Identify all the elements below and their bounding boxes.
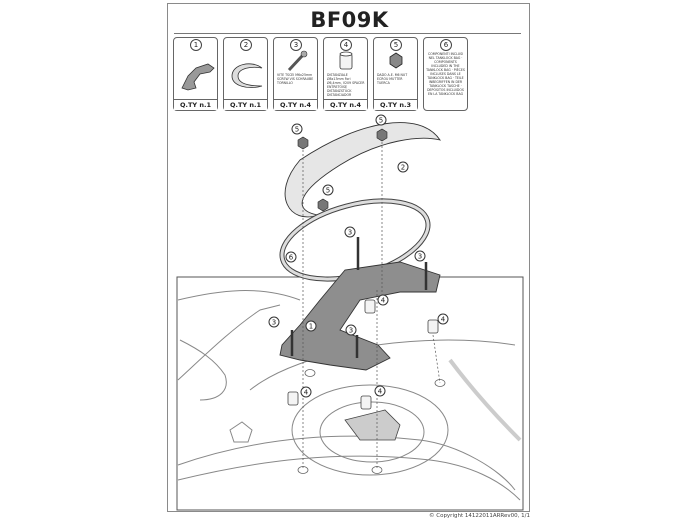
ring-plate-icon xyxy=(231,63,263,88)
fuel-cap xyxy=(344,409,401,441)
callout-5a: 5 xyxy=(291,123,303,135)
part-box-4: 4 DISTANZIALE Ø8x13mm Fori Ø6,4mm, V209 … xyxy=(323,37,368,111)
part-number: 2 xyxy=(240,39,252,51)
callout-3c: 3 xyxy=(268,316,280,328)
part-box-1: 1 Q.TY n.1 xyxy=(173,37,218,111)
part-number: 3 xyxy=(290,39,302,51)
callout-2: 2 xyxy=(397,161,409,173)
svg-text:3: 3 xyxy=(349,327,353,335)
part-box-3: 3 VITE TSCEI M6x25mm SCREW VIS SCHRAUBE … xyxy=(273,37,318,111)
svg-text:5: 5 xyxy=(326,187,330,195)
part-description: DADO A.E. M6 NUT ECROU MUTTER TUERCA xyxy=(377,73,408,85)
callout-5b: 5 xyxy=(375,114,387,126)
part-qty: Q.TY n.1 xyxy=(224,99,267,110)
callouts: 5 5 5 2 6 3 3 3 3 1 4 4 4 4 xyxy=(268,114,449,398)
callout-4b: 4 xyxy=(437,313,449,325)
svg-text:4: 4 xyxy=(381,297,386,305)
part-number: 5 xyxy=(390,39,402,51)
svg-text:6: 6 xyxy=(289,254,294,262)
svg-text:3: 3 xyxy=(348,229,352,237)
svg-text:5: 5 xyxy=(379,117,383,125)
instruction-sheet: BF09K 1 Q.TY n.1 2 Q.TY n.1 3 VITE TSCEI… xyxy=(167,3,530,512)
screws xyxy=(290,237,428,358)
alignment-lines xyxy=(302,142,441,470)
part-box-6: 6 COMPONENTI INCLUSI NEL TANKLOCK BAG · … xyxy=(423,37,468,111)
part-number: 1 xyxy=(190,39,202,51)
svg-text:4: 4 xyxy=(441,316,446,324)
part-box-2: 2 Q.TY n.1 xyxy=(223,37,268,111)
nuts xyxy=(297,128,388,212)
screw-icon xyxy=(287,50,308,72)
copyright-note: © Copyright 14122011ARRev00, 1/1 xyxy=(428,513,530,519)
svg-text:4: 4 xyxy=(378,388,383,396)
part-qty: Q.TY n.1 xyxy=(174,99,217,110)
spacers xyxy=(287,299,439,410)
part-box-5: 5 DADO A.E. M6 NUT ECROU MUTTER TUERCA Q… xyxy=(373,37,418,111)
part-description: DISTANZIALE Ø8x13mm Fori Ø6,4mm, V209 SP… xyxy=(327,73,365,97)
callout-5c: 5 xyxy=(322,184,334,196)
svg-text:2: 2 xyxy=(401,164,405,172)
ring-part-2 xyxy=(284,122,442,218)
svg-text:3: 3 xyxy=(272,319,276,327)
spacer-icon xyxy=(339,51,353,70)
svg-text:1: 1 xyxy=(309,323,313,331)
svg-text:5: 5 xyxy=(295,126,299,134)
part-description: VITE TSCEI M6x25mm SCREW VIS SCHRAUBE TO… xyxy=(277,73,314,85)
model-title: BF09K xyxy=(310,8,389,32)
callout-3b: 3 xyxy=(414,250,426,262)
bracket-plate-icon xyxy=(181,63,215,91)
part-number: 6 xyxy=(440,39,452,51)
svg-text:4: 4 xyxy=(304,389,309,397)
callout-3a: 3 xyxy=(344,226,356,238)
svg-text:3: 3 xyxy=(418,253,422,261)
callout-3d: 3 xyxy=(345,324,357,336)
callout-4d: 4 xyxy=(374,385,386,397)
callout-6: 6 xyxy=(285,251,297,263)
part-description: COMPONENTI INCLUSI NEL TANKLOCK BAG · CO… xyxy=(426,52,465,96)
part-number: 4 xyxy=(340,39,352,51)
tank-frame xyxy=(176,276,524,511)
part-qty: Q.TY n.4 xyxy=(324,99,367,110)
callout-4c: 4 xyxy=(300,386,312,398)
part-qty: Q.TY n.3 xyxy=(374,99,417,110)
callout-4a: 4 xyxy=(377,294,389,306)
nut-icon xyxy=(389,52,403,69)
callout-1: 1 xyxy=(305,320,317,332)
title-divider xyxy=(174,33,521,34)
part-qty: Q.TY n.4 xyxy=(274,99,317,110)
